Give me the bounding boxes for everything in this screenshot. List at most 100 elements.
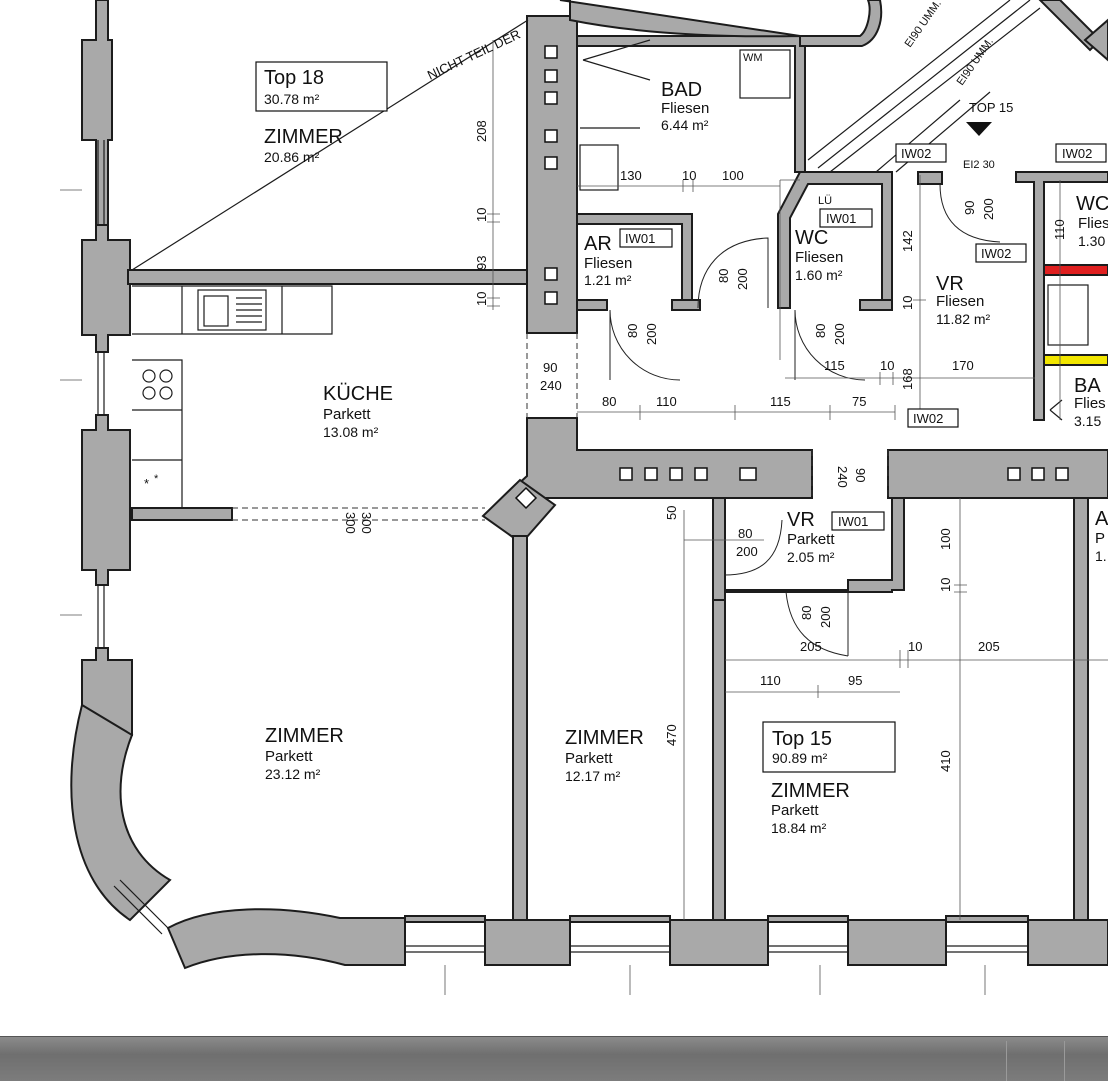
wall-v-center [526, 15, 578, 334]
room-floor-bad: Fliesen [661, 100, 709, 117]
room-name-zimmer-mid: ZIMMER [565, 727, 644, 749]
svg-text:205: 205 [800, 639, 822, 654]
room-name-wc: WC [795, 227, 828, 249]
svg-text:410: 410 [938, 750, 953, 772]
svg-text:80: 80 [602, 394, 616, 409]
room-area-zimmer-mid: 12.17 m² [565, 768, 621, 784]
wall-top-right-wedge [1083, 18, 1108, 62]
tag-lue: LÜ [818, 195, 832, 207]
wall-wc-bottom [859, 299, 893, 311]
svg-text:*: * [154, 473, 159, 485]
wall-top-curve [559, 0, 883, 47]
room-floor-ar: Fliesen [584, 255, 632, 272]
svg-text:240: 240 [835, 466, 850, 488]
bottom-bar-divider [1006, 1041, 1007, 1081]
svg-text:110: 110 [656, 394, 677, 409]
room-name-zimmer-right: ZIMMER [771, 780, 850, 802]
wall-ar-bottom [576, 299, 608, 311]
wall-bay-curve [70, 703, 172, 922]
wall-bottom-strip-1 [404, 915, 486, 923]
svg-text:93: 93 [474, 256, 489, 270]
svg-text:100: 100 [722, 168, 744, 183]
svg-text:100: 100 [938, 528, 953, 550]
svg-text:168: 168 [900, 368, 915, 390]
wall-left-pillar-1 [81, 0, 113, 226]
svg-text:80: 80 [716, 269, 731, 283]
room-area-bad: 6.44 m² [661, 117, 709, 133]
tag-iw01-vr: IW01 [838, 514, 868, 529]
room-floor-a-cut: P [1095, 530, 1105, 547]
wall-right-wc [1015, 171, 1108, 421]
tag-iw02-vr: IW02 [981, 246, 1011, 261]
wall-vr-small [712, 497, 905, 601]
svg-text:115: 115 [824, 358, 845, 373]
room-area-ar: 1.21 m² [584, 272, 632, 288]
unit-area-top18: 30.78 m² [264, 91, 320, 107]
svg-text:200: 200 [735, 268, 750, 290]
wall-bottom-pillar-1 [484, 919, 571, 966]
room-floor-ba-cut: Flies [1074, 395, 1106, 412]
room-name-wc-cut: WC [1076, 193, 1108, 215]
svg-text:208: 208 [474, 120, 489, 142]
wall-h-top18 [127, 269, 529, 285]
svg-text:200: 200 [981, 198, 996, 220]
svg-text:10: 10 [900, 296, 915, 310]
svg-text:130: 130 [620, 168, 642, 183]
note-ei90-a: EI90 UMM. [903, 0, 944, 50]
wall-ar-bottom-2 [671, 299, 701, 311]
fixtures: * * [131, 0, 1089, 769]
room-area-vr-small: 2.05 m² [787, 549, 835, 565]
svg-text:200: 200 [832, 323, 847, 345]
room-floor-vr-main: Fliesen [936, 293, 984, 310]
room-area-kueche: 13.08 m² [323, 424, 379, 440]
doors [609, 183, 1001, 657]
svg-text:205: 205 [978, 639, 1000, 654]
room-floor-zimmer-large: Parkett [265, 748, 313, 765]
wall-bottom-pillar-3 [847, 919, 947, 966]
wall-right-sep [1043, 264, 1108, 276]
wall-bottom-strip-4 [945, 915, 1029, 923]
dimension-labels: 208 10 93 10 130 10 100 80 200 80 200 80… [343, 120, 1067, 772]
wall-bottom-strip-3 [767, 915, 849, 923]
tag-iw02-right: IW02 [1062, 146, 1092, 161]
svg-text:170: 170 [952, 358, 974, 373]
svg-text:95: 95 [848, 673, 862, 688]
tag-wm: WM [743, 52, 763, 64]
svg-text:470: 470 [664, 724, 679, 746]
dimension-lines [60, 40, 1108, 995]
svg-text:90: 90 [543, 360, 557, 375]
room-area-zimmer-large: 23.12 m² [265, 766, 321, 782]
svg-text:10: 10 [682, 168, 696, 183]
svg-text:90: 90 [962, 201, 977, 215]
room-floor-zimmer-right: Parkett [771, 802, 819, 819]
wall-right-sep-yellow [1043, 354, 1108, 366]
svg-text:115: 115 [770, 394, 791, 409]
room-area-wc-cut: 1.30 [1078, 233, 1105, 249]
svg-text:300: 300 [343, 512, 358, 534]
svg-text:10: 10 [474, 208, 489, 222]
svg-text:80: 80 [799, 606, 814, 620]
unit-label-top15: Top 15 [772, 728, 832, 750]
unit-area-top15: 90.89 m² [772, 750, 828, 766]
room-labels: ZIMMER 20.86 m² BAD Fliesen 6.44 m² AR F… [264, 79, 1108, 836]
svg-text:80: 80 [738, 526, 752, 541]
wall-right-top [917, 171, 943, 185]
wall-tags: IW01 IW01 IW02 IW02 IW02 IW02 IW01 WM LÜ… [619, 52, 1107, 531]
room-floor-zimmer-mid: Parkett [565, 750, 613, 767]
room-name-zimmer-large: ZIMMER [265, 725, 344, 747]
wall-v-lower-3 [1073, 497, 1089, 921]
room-area-zimmer-top18: 20.86 m² [264, 149, 320, 165]
room-floor-kueche: Parkett [323, 406, 371, 423]
tag-top15-marker: TOP 15 [969, 100, 1013, 115]
top15-marker-arrow [966, 122, 992, 136]
svg-text:80: 80 [625, 324, 640, 338]
unit-box-top18: Top 18 30.78 m² [255, 61, 388, 112]
wall-bottom-pillar-2 [669, 919, 769, 966]
svg-text:200: 200 [818, 606, 833, 628]
room-name-a-cut: A [1095, 508, 1108, 530]
room-name-bad: BAD [661, 79, 702, 101]
room-floor-vr-small: Parkett [787, 531, 835, 548]
wall-kitchen-corner [481, 478, 557, 539]
tag-ei230: EI2 30 [963, 159, 995, 171]
